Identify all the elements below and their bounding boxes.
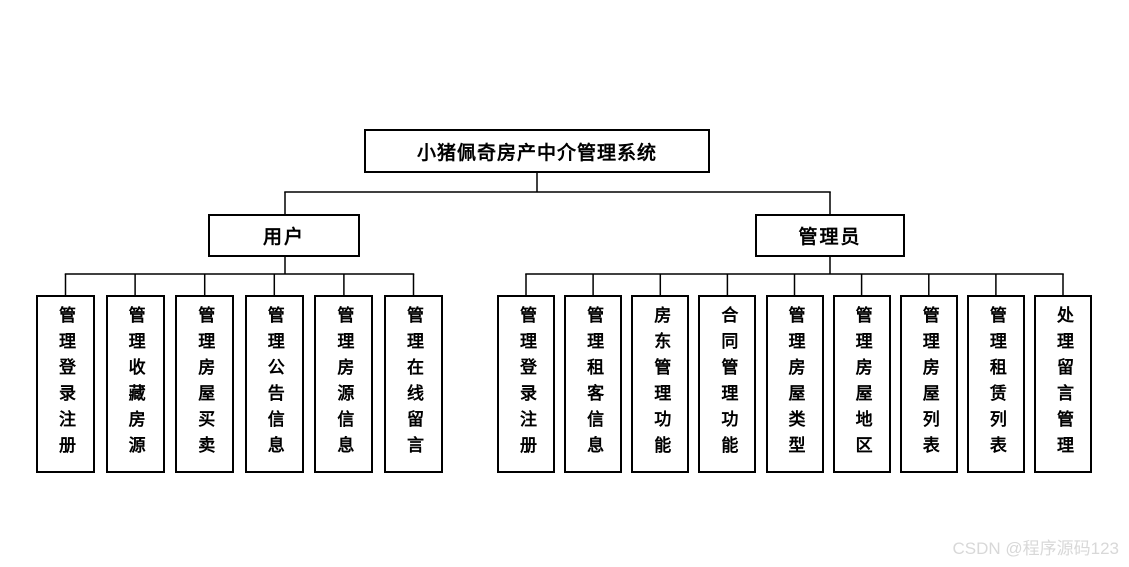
leaf-node: 管理登录注册: [36, 295, 95, 473]
leaf-node: 管理租客信息: [564, 295, 623, 473]
leaf-node: 管理房屋类型: [765, 295, 824, 473]
leaf-node: 管理租赁列表: [966, 295, 1025, 473]
leaf-node: 管理房屋列表: [899, 295, 958, 473]
leaf-node: 管理收藏房源: [105, 295, 165, 473]
branch-node-admin: 管理员: [755, 214, 905, 257]
leaf-node: 管理房屋地区: [832, 295, 891, 473]
leaf-node: 合同管理功能: [698, 295, 757, 473]
branch-node-user: 用户: [208, 214, 360, 257]
leaf-node: 房东管理功能: [631, 295, 690, 473]
admin-leaf-group: 管理登录注册 管理租客信息 房东管理功能 合同管理功能 管理房屋类型 管理房屋地…: [497, 295, 1092, 473]
leaf-node: 管理房屋买卖: [175, 295, 235, 473]
leaf-node: 管理登录注册: [497, 295, 555, 473]
user-leaf-group: 管理登录注册 管理收藏房源 管理房屋买卖 管理公告信息 管理房源信息 管理在线留…: [36, 295, 443, 473]
csdn-watermark: CSDN @程序源码123: [952, 539, 1119, 558]
leaf-node: 管理公告信息: [244, 295, 304, 473]
root-node-system-title: 小猪佩奇房产中介管理系统: [364, 129, 710, 173]
leaf-node: 管理房源信息: [314, 295, 374, 473]
leaf-node: 管理在线留言: [383, 295, 443, 473]
leaf-node: 处理留言管理: [1034, 295, 1092, 473]
